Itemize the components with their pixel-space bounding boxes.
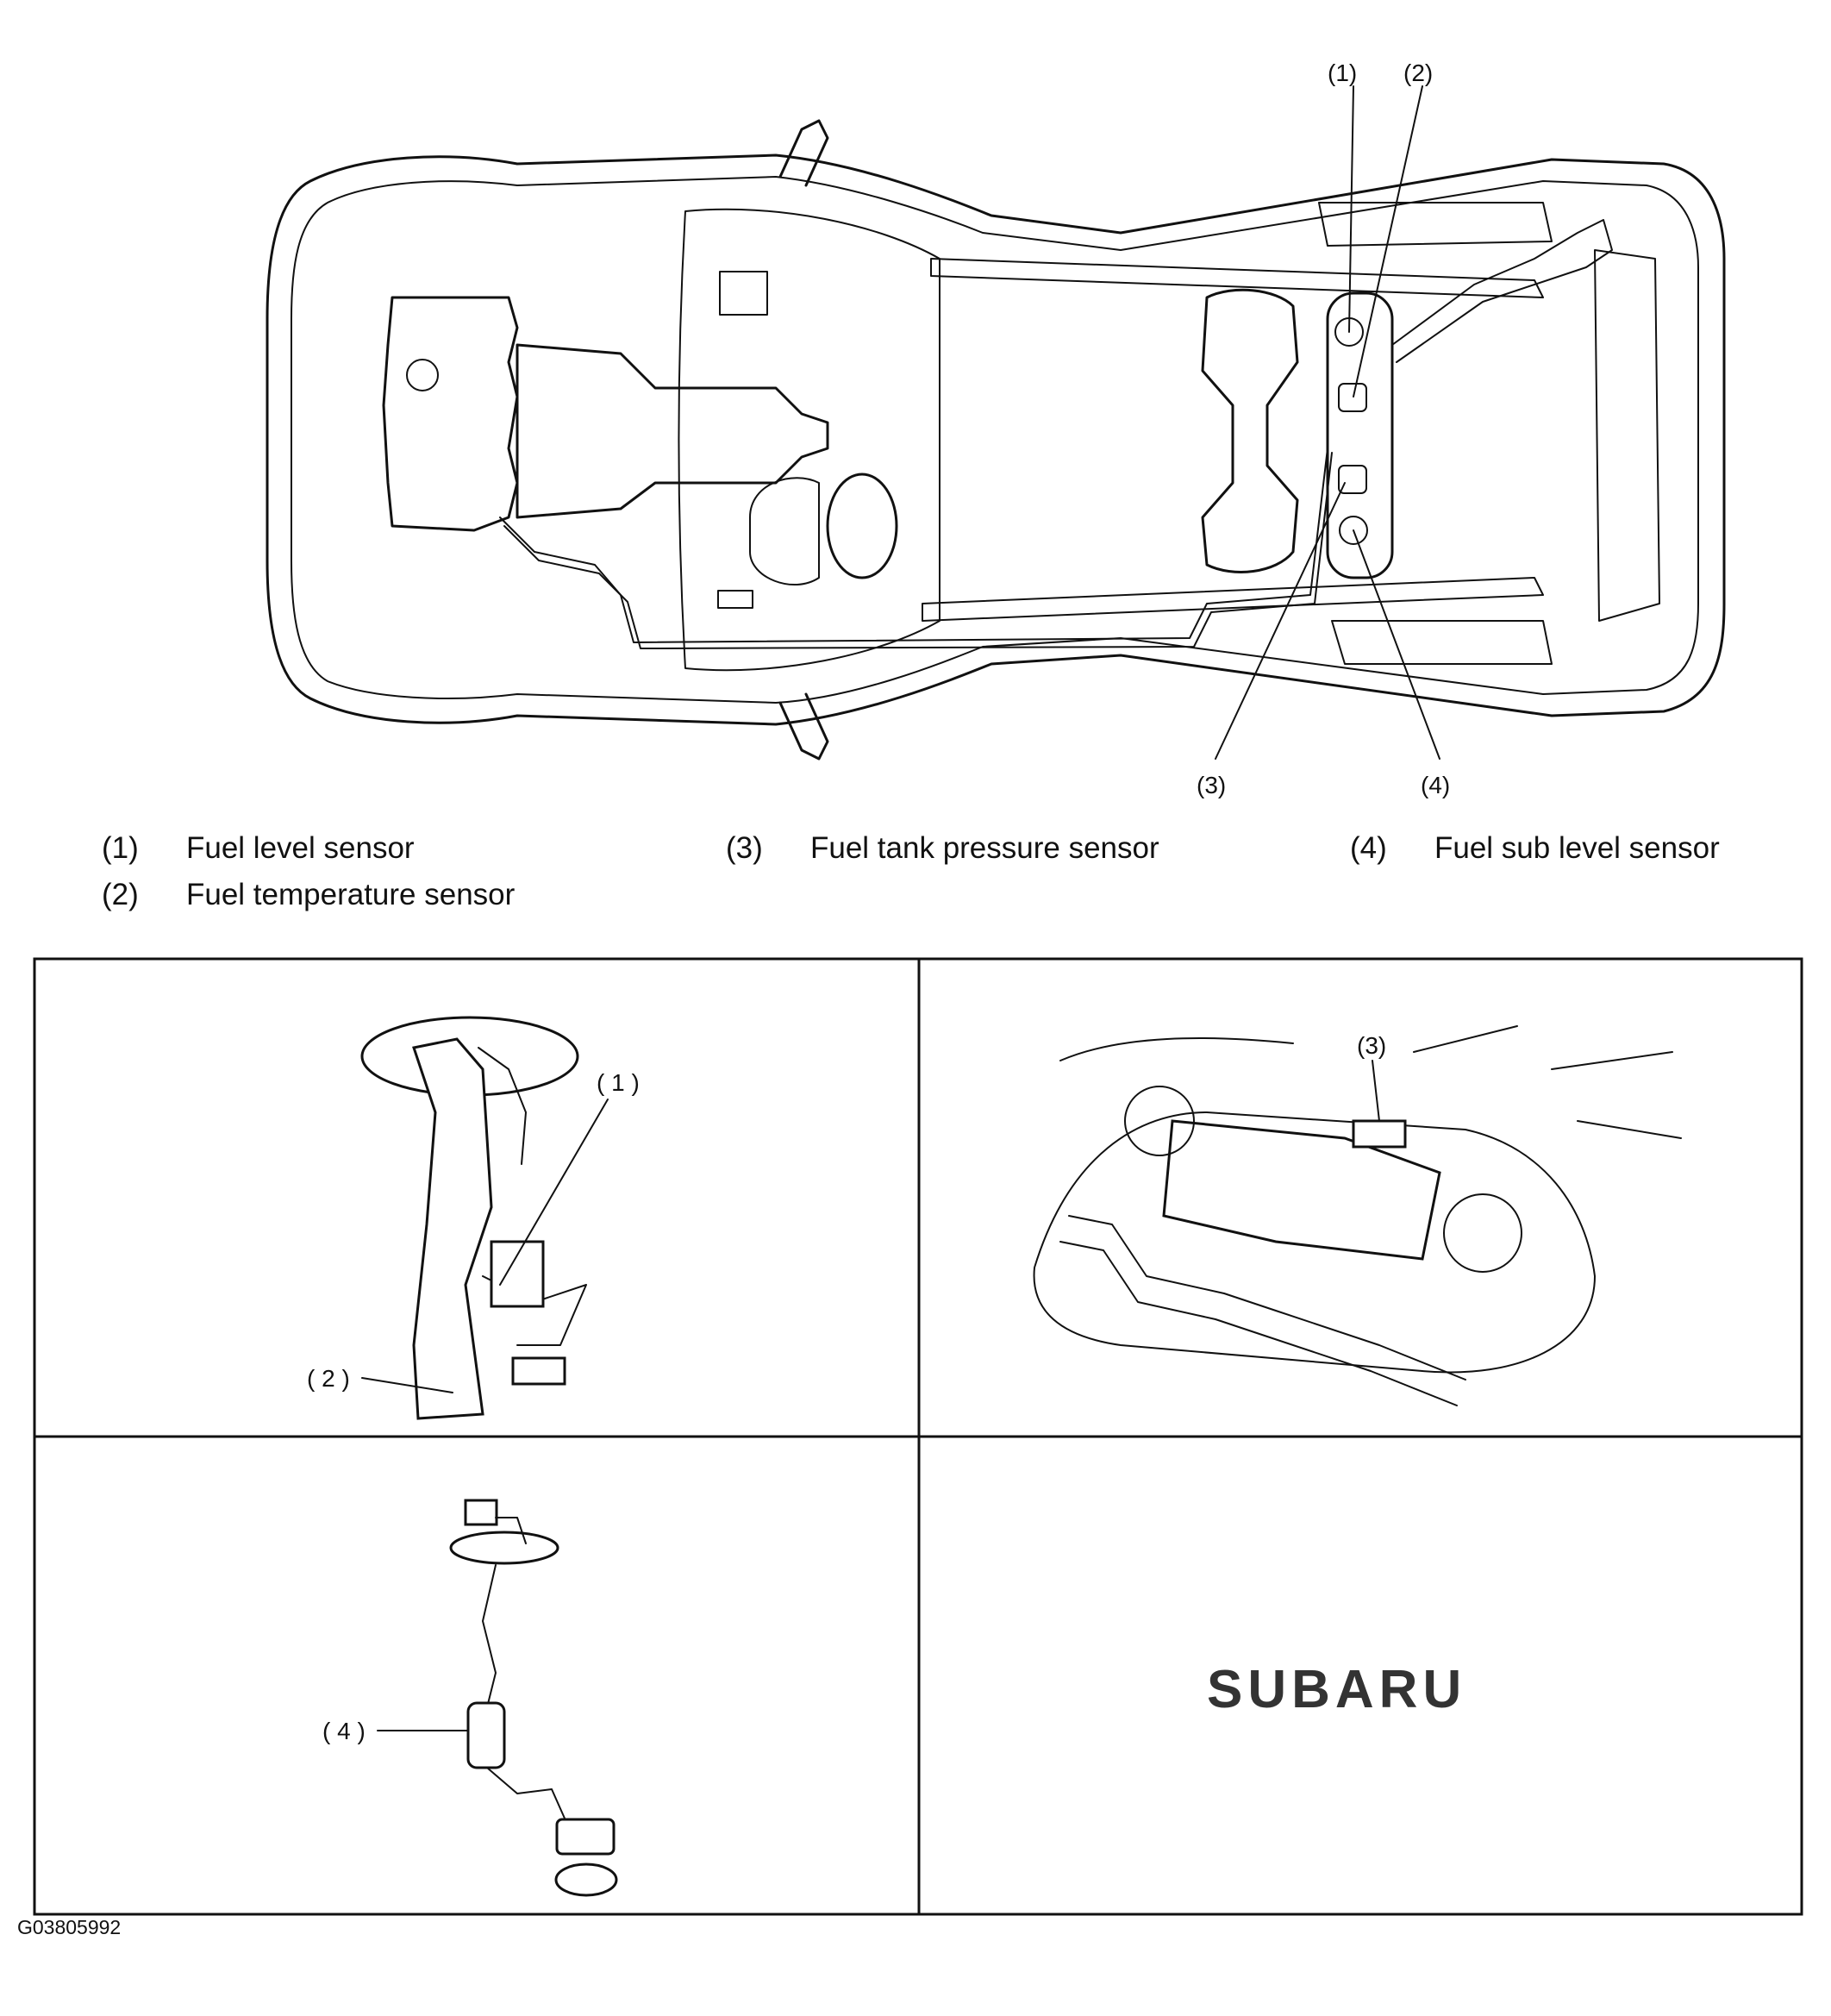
engine-pulley — [406, 359, 439, 391]
spare-tire — [826, 473, 898, 579]
leader-panel-1 — [499, 1099, 609, 1286]
transmission — [516, 343, 829, 519]
legend: (1) Fuel level sensor (3) Fuel tank pres… — [0, 826, 1831, 930]
panel-sub-level: ( 4 ) — [322, 1499, 618, 1897]
body-lines — [1059, 1025, 1682, 1139]
panel-callout-2: ( 2 ) — [307, 1365, 350, 1392]
right-sill — [922, 577, 1544, 622]
engine-block — [382, 296, 519, 532]
callout-2: (2) — [1403, 59, 1433, 86]
legend-text: Fuel sub level sensor — [1434, 831, 1720, 865]
leader-1 — [1348, 85, 1354, 333]
subaru-logo: SUBARU — [1207, 1660, 1466, 1719]
car-body-outline — [266, 153, 1726, 726]
pump-tube — [478, 1047, 527, 1165]
figure-id: G03805992 — [17, 1916, 122, 1938]
sub-pump — [555, 1818, 616, 1856]
leader-3 — [1215, 482, 1346, 760]
callout-3: (3) — [1197, 772, 1226, 798]
sub-tube — [486, 1767, 570, 1829]
sub-base — [554, 1863, 618, 1897]
sensor-3-pressure — [1338, 465, 1367, 494]
callout-4: (4) — [1421, 772, 1450, 798]
left-mirror — [778, 119, 829, 187]
panel-fuel-pump: ( 1 ) ( 2 ) — [307, 1016, 640, 1420]
windshield — [678, 208, 940, 672]
leader-4 — [1353, 529, 1440, 760]
sensor-plate — [1162, 1119, 1441, 1261]
rear-right-panel — [1331, 620, 1553, 665]
rear-left-panel — [1318, 202, 1553, 247]
right-mirror — [778, 692, 829, 761]
panel-tank-top: (3) — [1033, 1025, 1682, 1406]
legend-num: (2) — [102, 878, 139, 911]
leader-panel-3 — [1372, 1060, 1380, 1122]
left-sill — [930, 258, 1544, 298]
legend-text: Fuel tank pressure sensor — [810, 831, 1159, 865]
vehicle-top-view-diagram: (1) (2) (3) (4) — [266, 59, 1726, 798]
cabin-small-rect — [717, 590, 753, 609]
legend-text: Fuel level sensor — [186, 831, 415, 865]
panel-callout-3: (3) — [1357, 1032, 1386, 1059]
fuel-line — [499, 448, 1328, 643]
level-sensor-block — [490, 1240, 545, 1308]
tank-surface — [1033, 1111, 1596, 1374]
car-body-inner — [291, 176, 1699, 704]
pump-flange — [360, 1016, 579, 1097]
legend-text: Fuel temperature sensor — [186, 878, 516, 911]
sub-level-sensor — [466, 1701, 506, 1769]
sub-wires — [482, 1517, 527, 1708]
legend-num: (3) — [726, 831, 763, 865]
pressure-sensor — [1352, 1119, 1407, 1149]
filler-neck — [1391, 219, 1613, 363]
sensor-4-sublevel — [1339, 516, 1368, 545]
rear-window — [1594, 249, 1660, 622]
grid-frame — [33, 957, 1803, 1916]
callout-1: (1) — [1328, 59, 1357, 86]
level-arm — [482, 1275, 587, 1346]
fuel-tank — [1201, 288, 1299, 573]
leader-2 — [1353, 85, 1423, 398]
hoses — [1068, 1215, 1466, 1381]
sensor-2-temp — [1338, 383, 1367, 412]
pump-body — [412, 1037, 493, 1420]
legend-num: (1) — [102, 831, 139, 865]
fuel-line-2 — [503, 452, 1333, 649]
pump-port-right — [1443, 1193, 1522, 1273]
panel-callout-4: ( 4 ) — [322, 1718, 366, 1744]
hoses-2 — [1059, 1241, 1458, 1406]
cabin-square — [719, 271, 768, 316]
float — [511, 1356, 566, 1386]
rear-diff — [749, 477, 820, 586]
pump-port-left — [1124, 1086, 1195, 1156]
panel-callout-1: ( 1 ) — [597, 1069, 640, 1096]
connector — [464, 1499, 498, 1526]
leader-panel-2 — [361, 1377, 453, 1393]
legend-num: (4) — [1350, 831, 1387, 865]
sensor-carrier — [1326, 291, 1394, 579]
sub-flange — [449, 1531, 559, 1565]
